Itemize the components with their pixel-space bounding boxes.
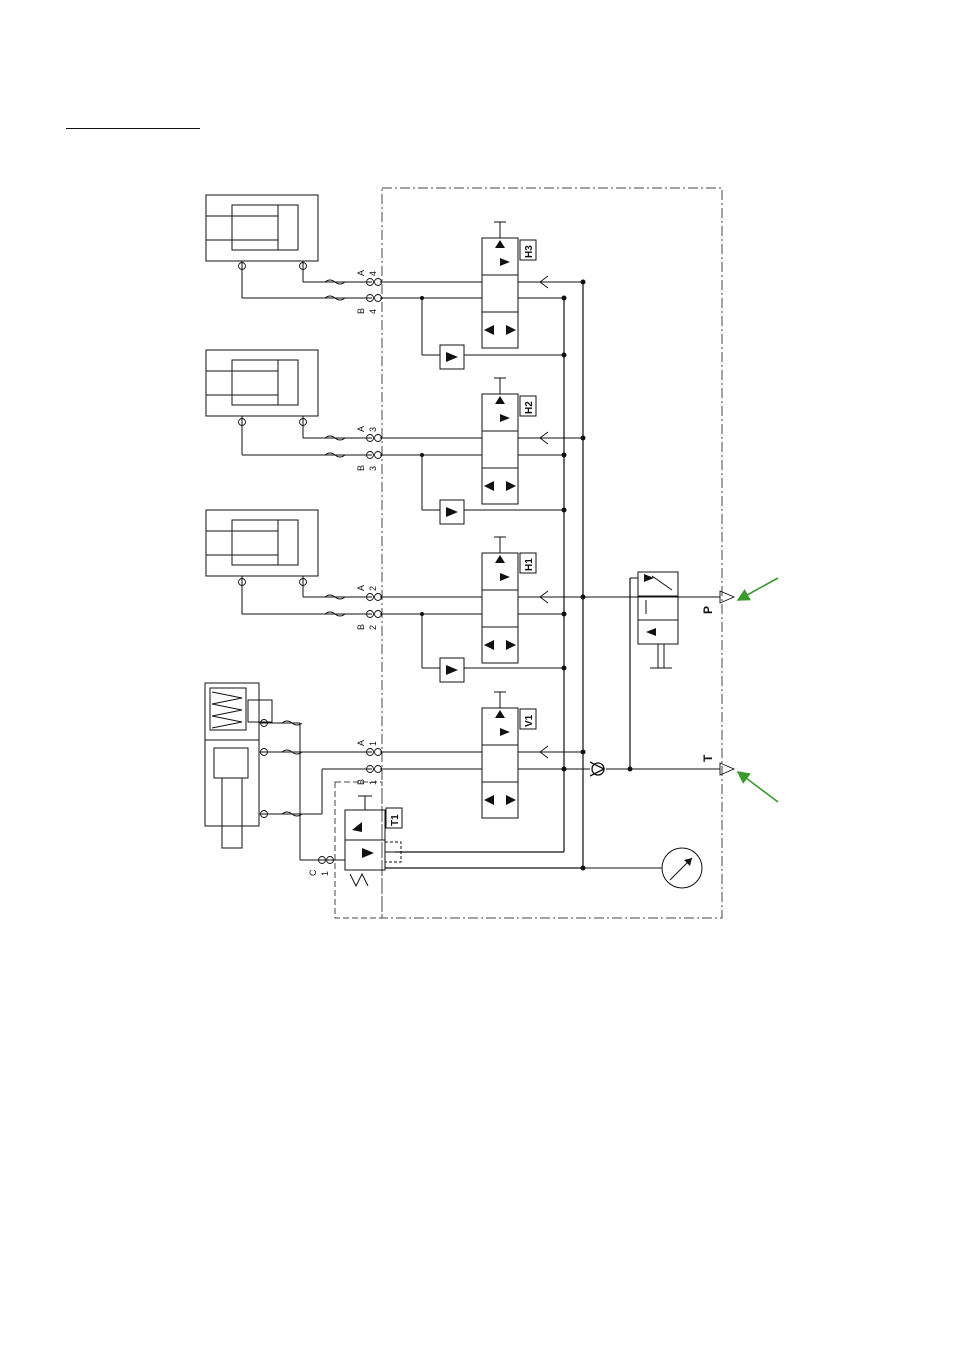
- valve-label-t1: T1: [390, 814, 401, 826]
- port-b-3: B: [356, 465, 366, 471]
- port-num-3a: 3: [368, 427, 378, 432]
- port-num-4a: 4: [368, 271, 378, 276]
- pressure-relief-valve: [630, 572, 678, 668]
- main-lines: [385, 282, 630, 868]
- valve-t1: [330, 796, 401, 886]
- port-num-2b: 2: [368, 625, 378, 630]
- port-b-2: B: [356, 624, 366, 630]
- callout-arrow-icon: [738, 578, 778, 600]
- junction-dots: [420, 280, 633, 871]
- port-a-3: A: [356, 426, 366, 432]
- t1-boundary: [335, 782, 382, 918]
- valve-label-h3: H3: [524, 245, 535, 258]
- port-p: P: [701, 606, 715, 614]
- section-h3: [206, 195, 583, 369]
- port-num-1c: 1: [320, 871, 330, 876]
- port-a-2: A: [356, 585, 366, 591]
- pressure-gauge-icon: [583, 848, 702, 888]
- port-num-1b: 1: [368, 780, 378, 785]
- port-num-1a: 1: [368, 741, 378, 746]
- port-a-1: A: [356, 740, 366, 746]
- valve-label-h1: H1: [524, 558, 535, 571]
- port-num-4b: 4: [368, 309, 378, 314]
- port-c: C: [308, 869, 318, 876]
- valve-label-v1: V1: [524, 714, 535, 727]
- v1-arrows: [484, 710, 516, 805]
- callout-arrow-icon: [738, 772, 778, 802]
- port-num-2a: 2: [368, 586, 378, 591]
- port-a-4: A: [356, 270, 366, 276]
- port-num-3b: 3: [368, 466, 378, 471]
- h3-arrows: [446, 240, 516, 362]
- port-t: T: [701, 754, 715, 762]
- h2-arrows: [446, 396, 516, 517]
- valve-label-h2: H2: [524, 401, 535, 414]
- section-h2: [206, 350, 583, 524]
- port-b-4: B: [356, 308, 366, 314]
- h1-arrows: [446, 555, 516, 675]
- check-valve-icon: [590, 762, 604, 776]
- quick-coupler-icon: [239, 263, 735, 864]
- port-b-1: B: [356, 779, 366, 785]
